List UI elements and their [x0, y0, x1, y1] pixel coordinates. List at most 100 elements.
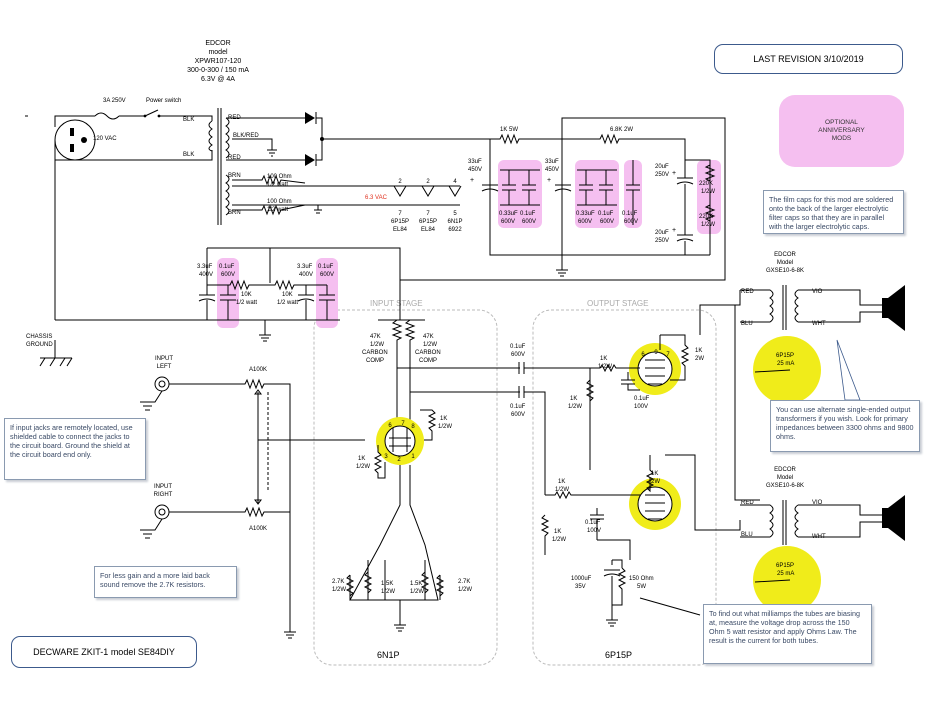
schematic-path	[391, 319, 403, 420]
schematic-path	[169, 378, 291, 632]
schematic-label: 2	[397, 457, 401, 463]
schematic-label: 2	[398, 179, 402, 185]
schematic-label: BLU	[741, 532, 753, 538]
chassis-ground-icon	[39, 340, 73, 367]
output-stage-box	[532, 309, 717, 666]
schematic-path	[393, 185, 407, 197]
schematic-path	[645, 359, 665, 385]
schematic-rect	[882, 298, 888, 318]
output-transformer-bottom	[740, 500, 885, 545]
schematic-path	[232, 138, 273, 150]
title-text: DECWARE ZKIT-1 model SE84DIY	[33, 647, 175, 657]
schematic-label: 9	[654, 350, 658, 356]
schematic-label: 6.8K 2W	[610, 127, 633, 133]
schematic-path	[54, 115, 95, 127]
input-stage-label: INPUT STAGE	[370, 299, 423, 308]
diode-icon	[305, 112, 317, 166]
schematic-path	[794, 504, 799, 538]
schematic-label: BLK	[183, 117, 194, 123]
ground-icon	[394, 624, 406, 632]
schematic-line	[66, 357, 73, 367]
schematic-label: 220K	[699, 214, 713, 220]
schematic-path	[540, 514, 550, 555]
schematic-path	[420, 571, 430, 594]
schematic-label: 600V	[624, 219, 638, 225]
tube-icon	[629, 343, 681, 530]
schematic-label: 7	[401, 421, 405, 427]
schematic-circle	[81, 137, 87, 143]
schematic-rect	[882, 508, 888, 528]
schematic-label: 600V	[501, 219, 515, 225]
schematic-g: 2 2 4 7 7 5 6P15P EL84 6P15P EL84 6N1P 6…	[391, 179, 463, 233]
schematic-label: 6P15P	[776, 563, 794, 569]
schematic-label: CARBON	[362, 350, 388, 356]
schematic-label: BRN	[228, 210, 241, 216]
schematic-path	[489, 200, 710, 256]
schematic-label: 3.3uF	[297, 264, 313, 270]
schematic-path	[524, 367, 591, 470]
schematic-label: 0.1uF	[510, 344, 526, 350]
schematic-label: 220K	[699, 181, 713, 187]
schematic-label: 2W	[651, 479, 660, 485]
schematic-path	[198, 298, 216, 302]
schematic-path	[734, 305, 760, 501]
schematic-circle	[637, 486, 673, 522]
schematic-circle	[54, 119, 96, 161]
schematic-path	[373, 445, 386, 479]
schematic-path	[704, 164, 716, 222]
schematic-path	[888, 285, 905, 331]
schematic-label: RED	[741, 500, 754, 506]
schematic-label: 1/2W	[332, 587, 346, 593]
schematic-label: 150 Ohm	[629, 576, 654, 582]
schematic-label: 600V	[511, 352, 525, 358]
schematic-path	[665, 454, 741, 531]
schematic-label: 1/2W	[410, 589, 424, 595]
schematic-label: COMP	[366, 358, 384, 364]
schematic-path	[270, 247, 401, 280]
schematic-path	[232, 174, 306, 186]
schematic-label: WHT	[812, 534, 826, 540]
schematic-line	[59, 357, 66, 367]
schematic-label: BLK	[183, 152, 194, 158]
schematic-label: 7	[666, 352, 670, 358]
schematic-label: 1/2W	[701, 189, 715, 195]
schematic-line	[49, 357, 56, 367]
schematic-label: 3A 250V	[103, 98, 126, 104]
schematic-label: 1K	[558, 479, 565, 485]
schematic-path	[562, 133, 686, 160]
ground-icon	[606, 619, 618, 627]
schematic-label: 450V	[468, 167, 482, 173]
input-jacks-note: If input jacks are remotely located, use…	[4, 418, 146, 480]
schematic-path	[888, 495, 905, 541]
schematic-label: 1K	[600, 356, 607, 362]
schematic-label: 1/2W	[598, 364, 612, 370]
schematic-label: 1/2W	[438, 424, 452, 430]
schematic-label: 1000uF	[571, 576, 592, 582]
schematic-label: 3.3uF	[197, 264, 213, 270]
schematic-path	[206, 285, 328, 320]
film-caps-note: The film caps for this mod are soldered …	[763, 190, 904, 234]
schematic-label: A100K	[249, 526, 267, 532]
schematic-label: 0.1uF	[585, 520, 601, 526]
schematic-circle	[143, 114, 147, 118]
schematic-path	[836, 339, 861, 401]
schematic-circle	[154, 504, 170, 520]
schematic-label: 1/2W	[701, 222, 715, 228]
schematic-path	[363, 571, 373, 594]
schematic-label: 25 mA	[777, 361, 794, 367]
schematic-text: +	[672, 227, 676, 234]
schematic-label: GXSE10-6-8K	[766, 268, 804, 274]
schematic-path	[798, 289, 885, 323]
schematic-label: LEFT	[157, 364, 172, 370]
schematic-label: COMP	[419, 358, 437, 364]
output-transformers-note: You can use alternate single-ended outpu…	[770, 400, 920, 452]
schematic-path	[297, 298, 315, 302]
bias-note: To find out what milliamps the tubes are…	[703, 604, 872, 664]
schematic-label: RIGHT	[154, 492, 173, 498]
schematic-label: 1K	[570, 396, 577, 402]
schematic-label: 1K	[358, 456, 365, 462]
schematic-label: 10K	[241, 292, 252, 298]
schematic-label: EDCOR	[774, 467, 796, 473]
schematic-label: EL84	[421, 227, 436, 233]
ground-icon	[556, 269, 568, 277]
